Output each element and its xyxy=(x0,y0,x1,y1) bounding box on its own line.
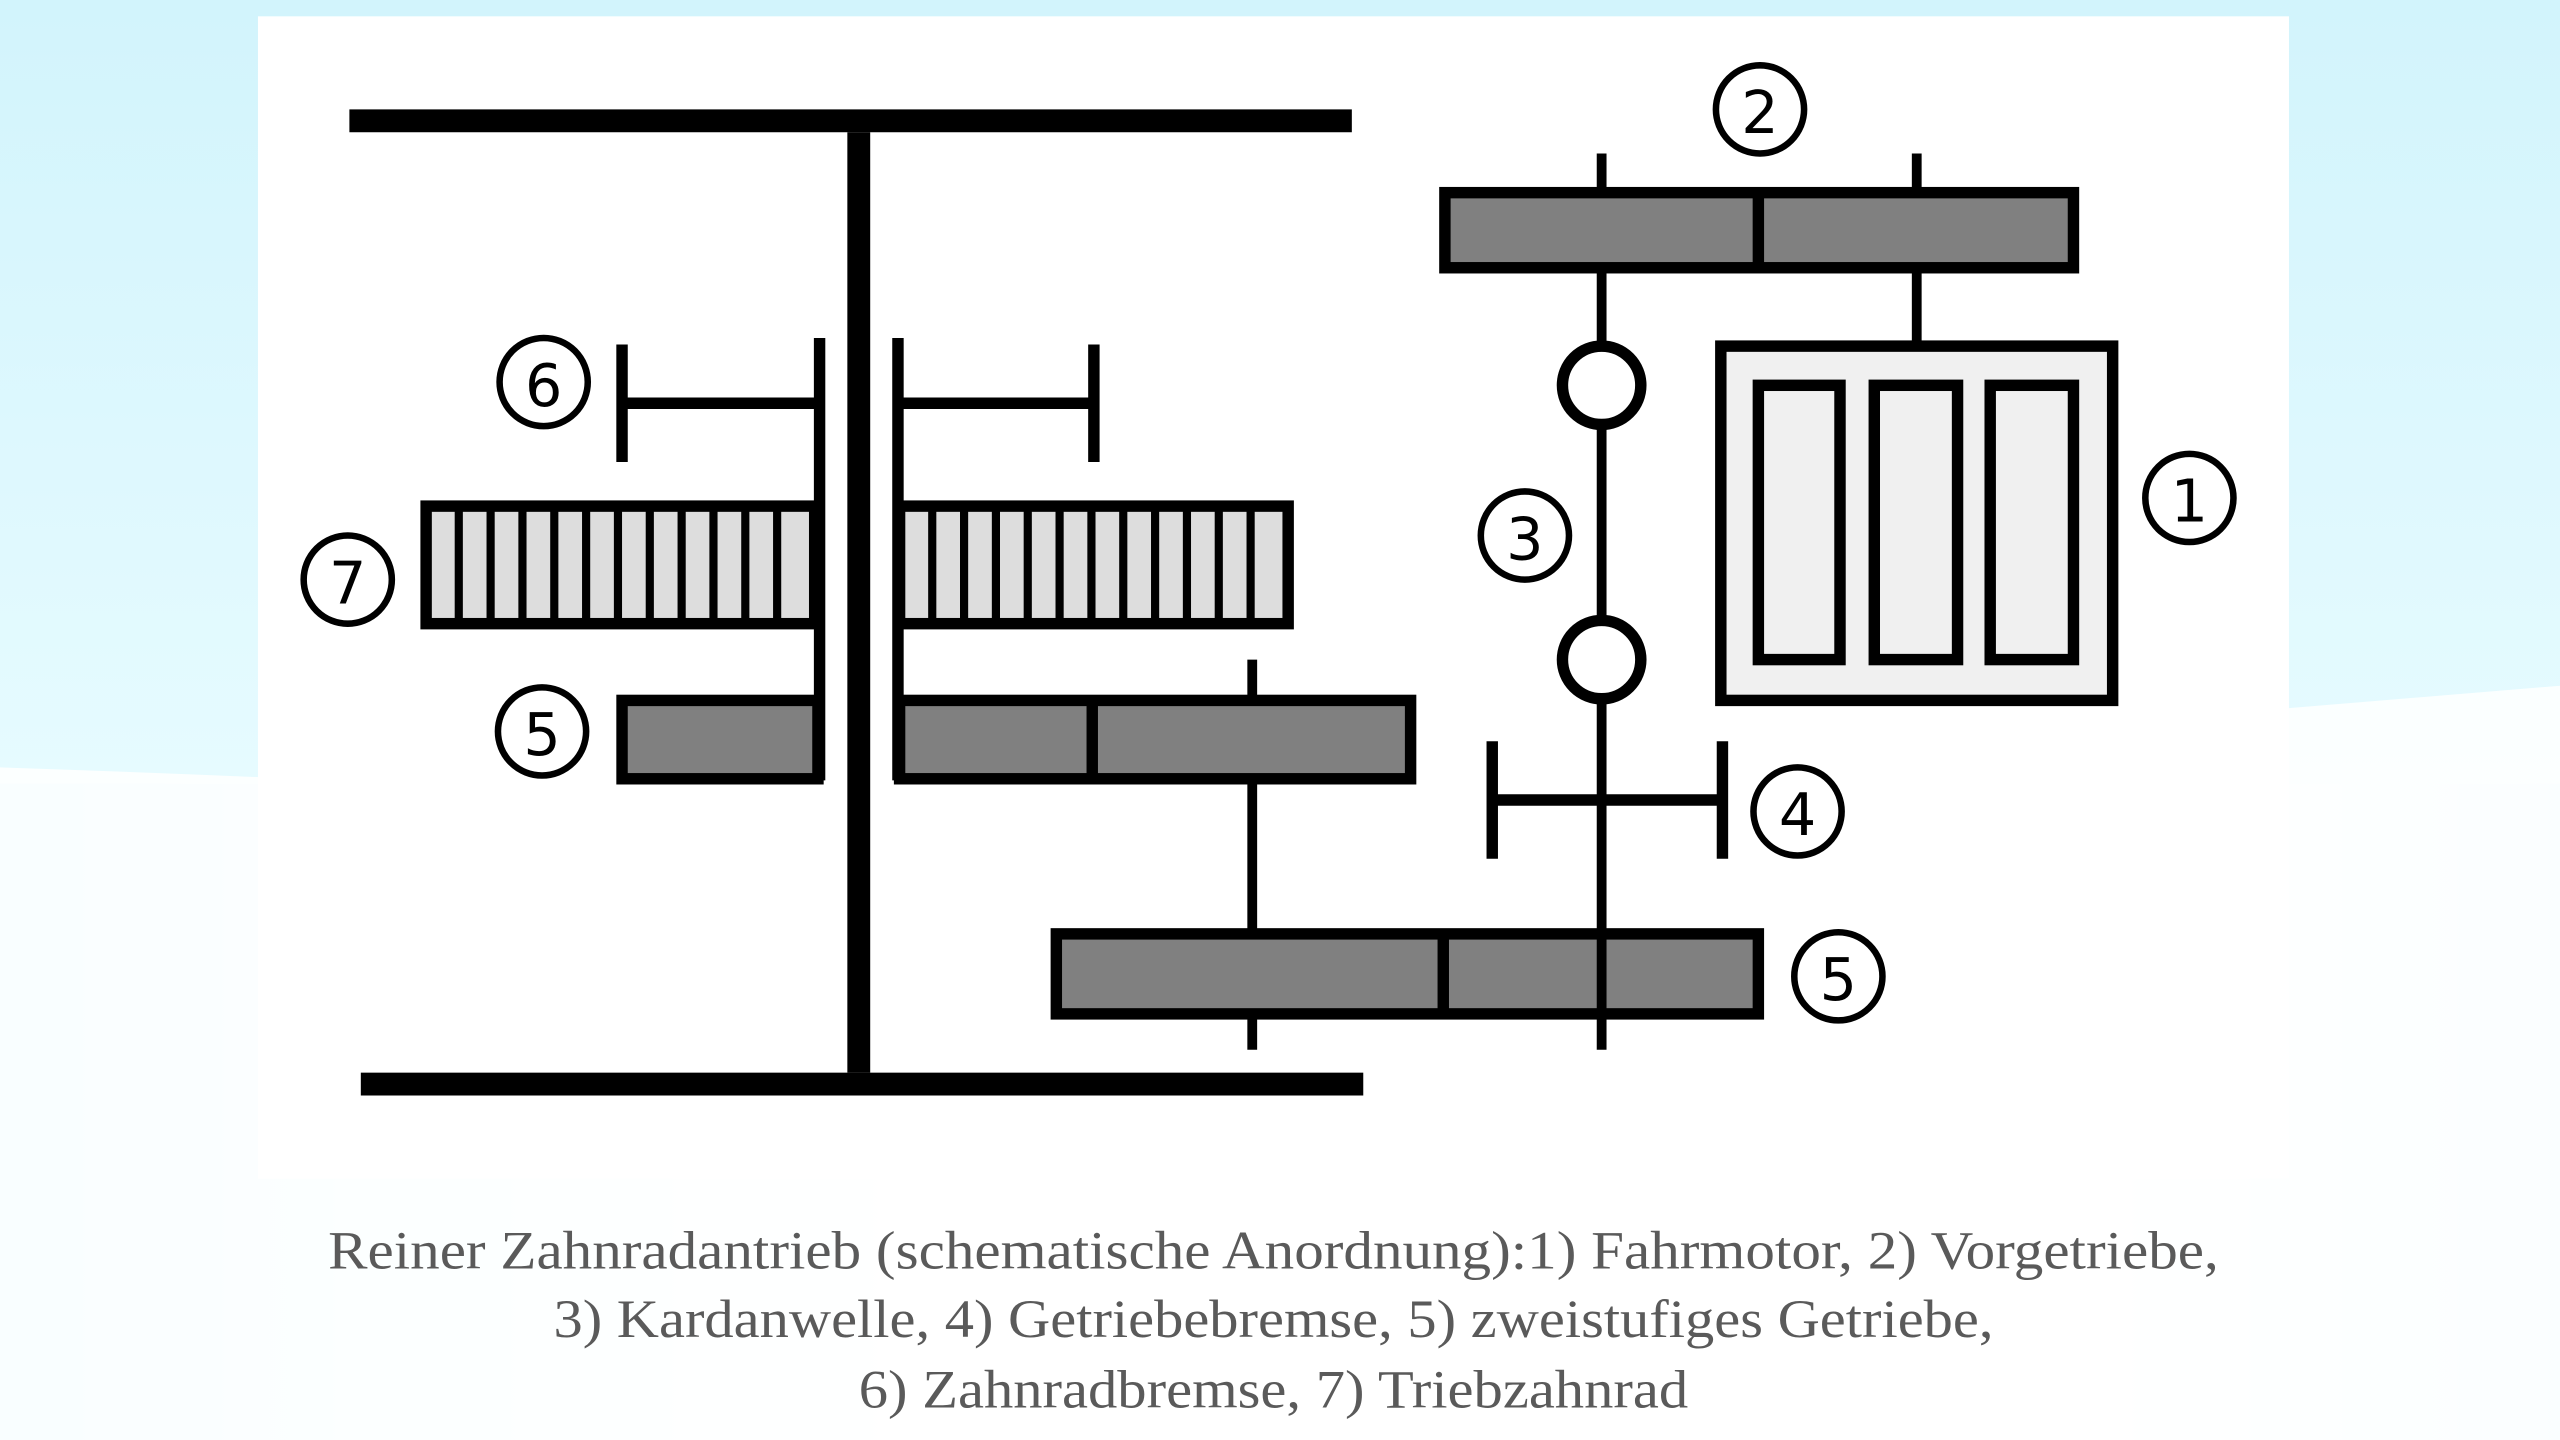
label-motor: 1 xyxy=(2171,467,2208,536)
gearbox-brake xyxy=(1486,741,1729,859)
label-two-stage-gear-lower: 5 xyxy=(1820,945,1857,1014)
pre-gear xyxy=(1439,153,2080,345)
label-circle-6 xyxy=(496,334,592,430)
schematic xyxy=(349,109,2119,1096)
label-circle-4 xyxy=(1750,764,1845,859)
label-circle-7 xyxy=(300,532,396,627)
label-circle-2 xyxy=(1712,62,1808,157)
label-circle-1 xyxy=(2142,450,2237,546)
two-stage-gear-upper xyxy=(616,694,1417,785)
cardan-joint-upper xyxy=(1556,340,1647,431)
caption: Reiner Zahnradantrieb (schematische Anor… xyxy=(328,1221,2219,1420)
caption-line-2: 3) Kardanwelle, 4) Getriebebremse, 5) zw… xyxy=(553,1289,1993,1349)
cardan-joint-lower xyxy=(1556,614,1647,705)
two-stage-gear-lower xyxy=(1050,928,1765,1020)
gear-wheel-brake xyxy=(616,344,1100,463)
label-cardan: 3 xyxy=(1506,504,1543,573)
label-gear-brake: 4 xyxy=(1779,780,1816,849)
label-circle-3 xyxy=(1477,488,1573,583)
label-gear-wheel-brake: 6 xyxy=(525,351,562,420)
label-drive-gear: 7 xyxy=(329,548,366,617)
traction-motor xyxy=(1715,340,2119,707)
label-circle-5b xyxy=(1791,928,1886,1024)
label-pre-gear: 2 xyxy=(1741,78,1778,147)
caption-line-1: Reiner Zahnradantrieb (schematische Anor… xyxy=(328,1221,2219,1281)
main-axle xyxy=(847,132,871,1073)
bottom-rail xyxy=(360,1072,1364,1096)
label-circle-5a xyxy=(494,684,590,779)
caption-line-3: 6) Zahnradbremse, 7) Triebzahnrad xyxy=(859,1359,1688,1419)
drive-gear xyxy=(420,500,1294,630)
label-two-stage-gear-upper: 5 xyxy=(523,700,560,769)
top-rail xyxy=(349,109,1352,133)
